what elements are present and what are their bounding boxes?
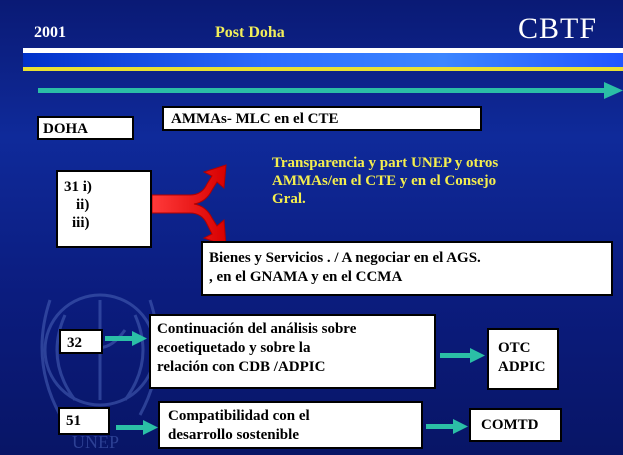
header-band-blue [23,53,623,67]
paragraph-32-box: 32 [59,329,103,354]
compatibilidad-box: Compatibilidad con el desarrollo sosteni… [158,401,423,449]
header-band-white [23,48,623,53]
timeline-arrow-icon [38,82,623,99]
unep-emblem-icon: UNEP [40,293,160,452]
transparencia-text: Transparencia y part UNEP y otros AMMAs/… [272,154,602,208]
header-brand: CBTF [518,12,598,45]
header-band-yellow [23,67,623,71]
transparencia-line-1: Transparencia y part UNEP y otros [272,155,499,171]
otc-adpic-box: OTC ADPIC [487,328,559,390]
continuacion-line-2: ecoetiquetado y sobre la [157,340,311,356]
continuacion-line-1: Continuación del análisis sobre [157,321,357,337]
transparencia-line-2: AMMAs/en el CTE y en el Consejo [272,173,497,189]
transparencia-line-3: Gral. [272,191,306,207]
para32-label: 32 [67,335,82,351]
compatibilidad-line-1: Compatibilidad con el [168,408,310,424]
paragraph-31-box: 31 i) ii) iii) [56,170,152,248]
comtd-label: COMTD [481,417,539,433]
continuacion-box: Continuación del análisis sobre ecoetiqu… [149,314,436,389]
comtd-box: COMTD [469,408,562,442]
arrow-comtd-icon [426,419,468,434]
continuacion-line-3: relación con CDB /ADPIC [157,359,326,375]
header-year: 2001 [34,24,66,41]
otc-label: OTC [498,340,531,356]
arrow-otc-icon [440,348,485,363]
ammas-label: AMMAs- MLC en el CTE [171,111,339,127]
para31-item-1: 31 i) [64,179,92,195]
header-title: Post Doha [215,24,285,41]
para31-item-2: ii) [76,197,90,213]
unep-watermark-text: UNEP [72,432,119,452]
bienes-line-1: Bienes y Servicios . / A negociar en el … [209,250,481,266]
ammas-box: AMMAs- MLC en el CTE [162,106,482,131]
para51-label: 51 [66,413,81,429]
adpic-label: ADPIC [498,359,546,375]
split-arrow-icon [152,164,227,247]
arrow-51-icon [116,420,158,435]
doha-box: DOHA [37,116,134,140]
doha-label: DOHA [43,121,88,137]
para31-item-3: iii) [72,215,90,231]
arrow-32-icon [105,331,147,346]
bienes-line-2: , en el GNAMA y en el CCMA [209,269,403,285]
bienes-servicios-box: Bienes y Servicios . / A negociar en el … [201,241,613,296]
paragraph-51-box: 51 [58,407,110,435]
compatibilidad-line-2: desarrollo sostenible [168,427,299,443]
